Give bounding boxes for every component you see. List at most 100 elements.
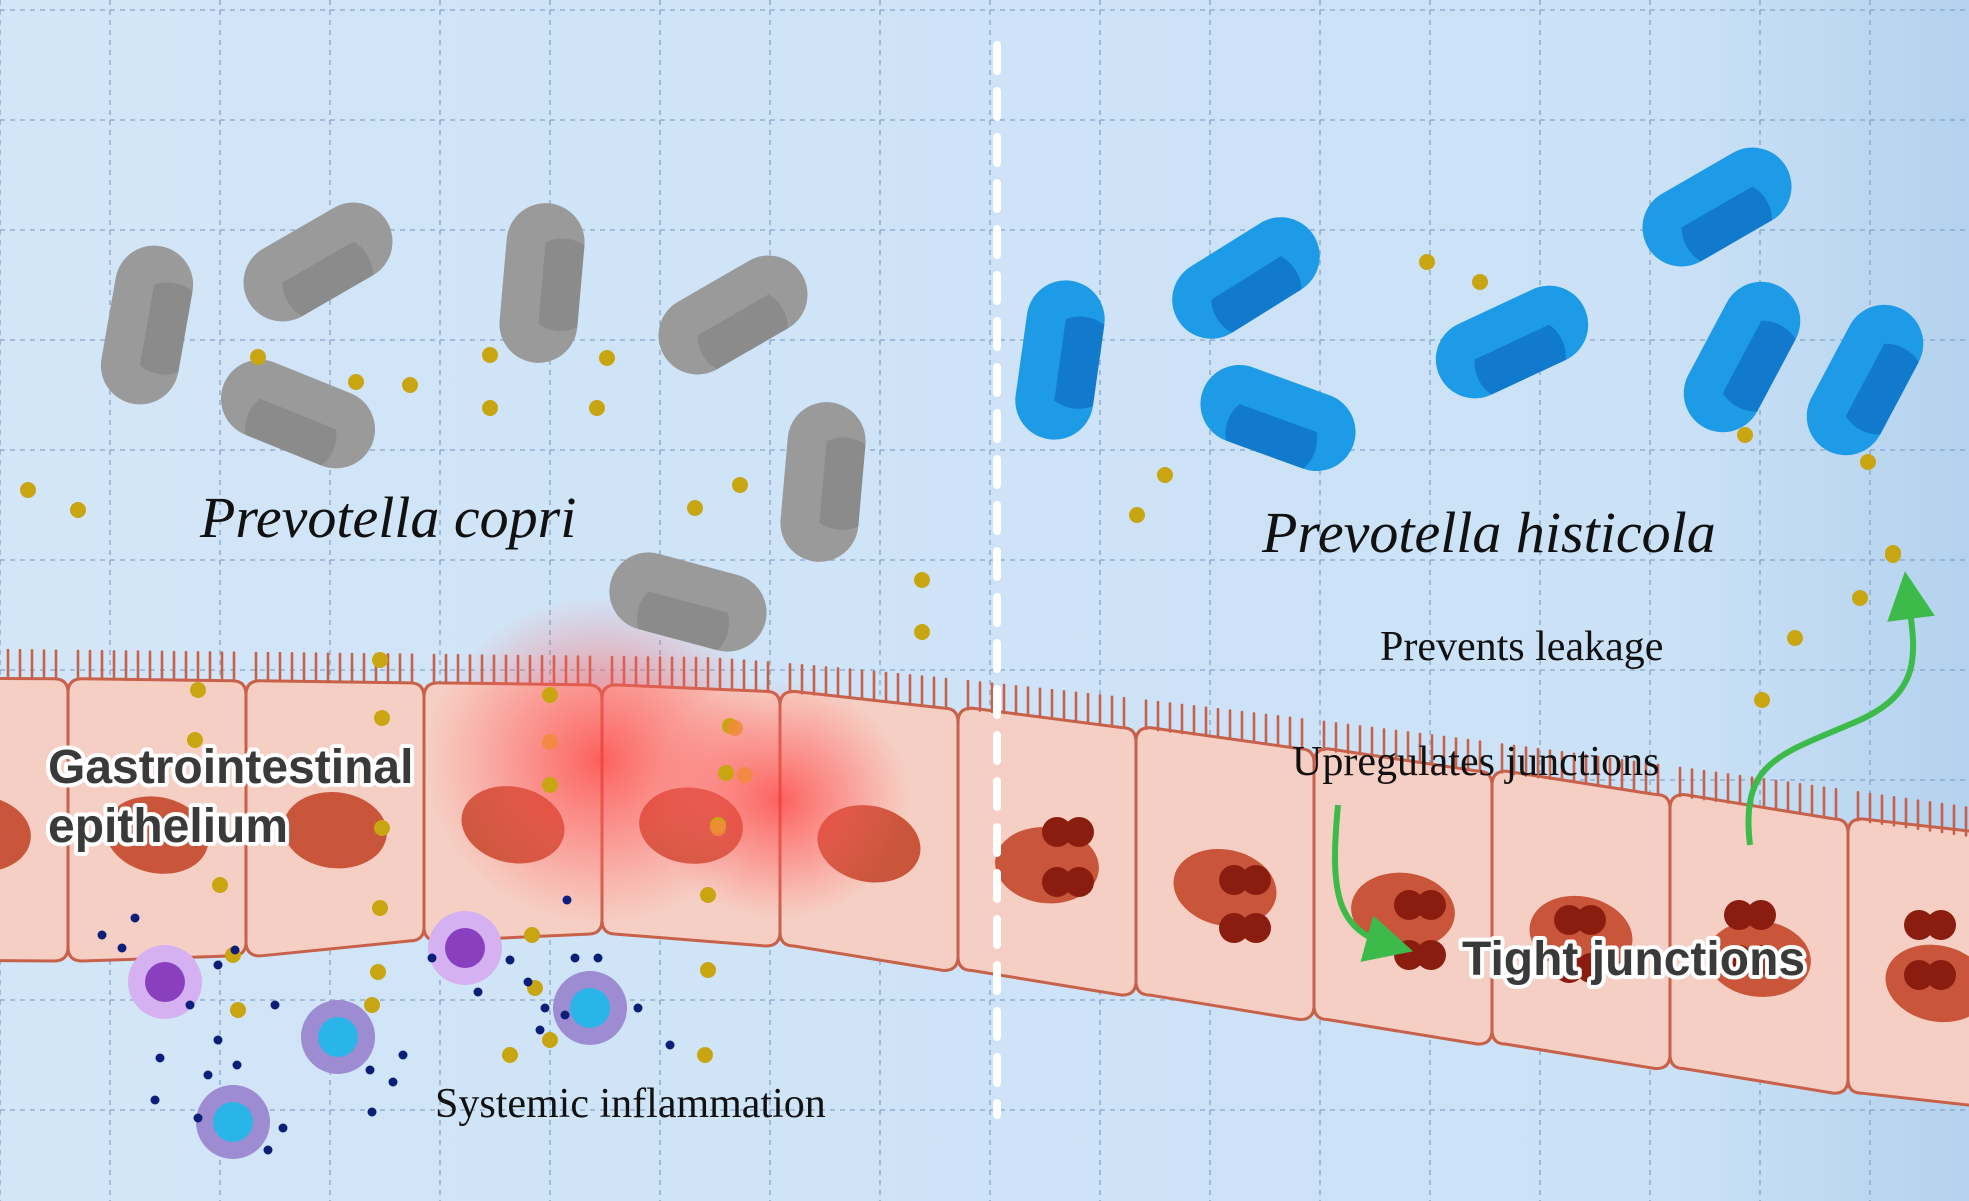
cytokine-dot bbox=[270, 1000, 280, 1010]
bacterium-shade bbox=[636, 591, 729, 651]
metabolite-dot bbox=[700, 962, 716, 978]
cytokine-dot bbox=[535, 1025, 545, 1035]
cytokine-dot bbox=[665, 1040, 675, 1050]
systemic-inflammation-label: Systemic inflammation bbox=[435, 1081, 826, 1127]
immune-cells bbox=[97, 895, 675, 1159]
tight-junction bbox=[1064, 867, 1094, 897]
metabolite-dot bbox=[1737, 427, 1753, 443]
cytokine-dot bbox=[150, 1095, 160, 1105]
tight-junction bbox=[1746, 900, 1776, 930]
metabolite-dot bbox=[542, 1032, 558, 1048]
bacterium-shade bbox=[538, 238, 585, 331]
species-label-copri: Prevotella copri bbox=[199, 485, 576, 550]
metabolite-dot bbox=[524, 927, 540, 943]
bacterium bbox=[609, 552, 767, 652]
bacterium bbox=[1683, 281, 1801, 433]
metabolite-dot bbox=[482, 400, 498, 416]
immune-cell-nucleus bbox=[445, 928, 485, 968]
bacterium bbox=[100, 245, 194, 405]
tight-junction bbox=[1724, 900, 1754, 930]
bacterium bbox=[1172, 217, 1320, 339]
tight-junction bbox=[1926, 910, 1956, 940]
inflammation-glow bbox=[425, 595, 910, 925]
cytokine-dot bbox=[130, 913, 140, 923]
metabolite-dot bbox=[700, 887, 716, 903]
cell-nucleus bbox=[105, 796, 209, 874]
metabolite-dot bbox=[374, 820, 390, 836]
bacterium bbox=[1015, 280, 1105, 440]
tight-junction bbox=[1042, 817, 1072, 847]
cytokine-dot bbox=[117, 943, 127, 953]
metabolite-dot bbox=[914, 572, 930, 588]
tight-junction bbox=[1394, 890, 1424, 920]
tight-junction bbox=[1064, 817, 1094, 847]
tight-junction bbox=[1576, 953, 1606, 983]
bacterium bbox=[1200, 364, 1356, 472]
metabolite-dot bbox=[212, 877, 228, 893]
metabolite-dot bbox=[230, 1002, 246, 1018]
metabolite-dot bbox=[727, 720, 743, 736]
metabolite-dot bbox=[364, 997, 380, 1013]
immune-cell-nucleus bbox=[318, 1017, 358, 1057]
cytokine-dot bbox=[593, 953, 603, 963]
metabolite-dot bbox=[482, 347, 498, 363]
cell-nucleus bbox=[0, 795, 31, 872]
metabolite-dot bbox=[370, 964, 386, 980]
bacteria bbox=[100, 147, 1924, 652]
metabolite-dot bbox=[697, 1047, 713, 1063]
metabolite-dot bbox=[70, 502, 86, 518]
tight-junctions-label: Tight junctions bbox=[1462, 933, 1805, 986]
metabolite-dot bbox=[1129, 507, 1145, 523]
bacterium-shade bbox=[244, 398, 337, 466]
arrow-to-junctions bbox=[1332, 804, 1414, 962]
tight-junction bbox=[1554, 953, 1584, 983]
bacterium bbox=[658, 255, 808, 375]
bacterium bbox=[1642, 147, 1792, 267]
tight-junction bbox=[1576, 905, 1606, 935]
tight-junction bbox=[1926, 960, 1956, 990]
tight-junction bbox=[1724, 945, 1754, 975]
immune-cell-nucleus bbox=[570, 988, 610, 1028]
metabolite-dot bbox=[732, 477, 748, 493]
bacterium-shade bbox=[1225, 403, 1318, 469]
tight-junction bbox=[1219, 913, 1249, 943]
metabolite-dot bbox=[599, 350, 615, 366]
metabolite-dot bbox=[1860, 454, 1876, 470]
cytokine-dot bbox=[230, 945, 240, 955]
tight-junction bbox=[1554, 905, 1584, 935]
metabolite-dot bbox=[1885, 547, 1901, 563]
bacterium bbox=[499, 203, 585, 363]
cytokine-dot bbox=[367, 1107, 377, 1117]
metabolite-dot bbox=[1852, 590, 1868, 606]
bacterium-shade bbox=[1474, 324, 1566, 395]
metabolite-dot bbox=[718, 765, 734, 781]
bacterium bbox=[243, 202, 393, 322]
tight-junction bbox=[1746, 945, 1776, 975]
tight-junction bbox=[1904, 910, 1934, 940]
metabolite-dot bbox=[502, 1047, 518, 1063]
tight-junction bbox=[1416, 940, 1446, 970]
cytokine-dot bbox=[155, 1053, 165, 1063]
metabolite-dot bbox=[687, 500, 703, 516]
bacterium bbox=[780, 402, 866, 562]
tight-junction bbox=[1241, 913, 1271, 943]
bacterium-shade bbox=[697, 294, 789, 370]
bacterium-shade bbox=[1845, 343, 1919, 435]
bacterium-shade bbox=[1211, 256, 1302, 333]
cytokine-dot bbox=[193, 1113, 203, 1123]
metabolite-dot bbox=[250, 349, 266, 365]
cytokine-dot bbox=[562, 895, 572, 905]
metabolite-dot bbox=[372, 900, 388, 916]
cytokine-dot bbox=[97, 930, 107, 940]
cytokine-dot bbox=[278, 1123, 288, 1133]
cytokine-dot bbox=[213, 1035, 223, 1045]
cytokine-dot bbox=[213, 960, 223, 970]
arrow-prevents-leakage bbox=[1745, 571, 1935, 846]
cytokine-dot bbox=[523, 977, 533, 987]
tight-junction bbox=[1042, 867, 1072, 897]
tight-junction bbox=[1904, 960, 1934, 990]
metabolite-dot bbox=[542, 687, 558, 703]
cytokine-dot bbox=[388, 1077, 398, 1087]
epithelium-label-line2: epithelium bbox=[48, 800, 288, 853]
